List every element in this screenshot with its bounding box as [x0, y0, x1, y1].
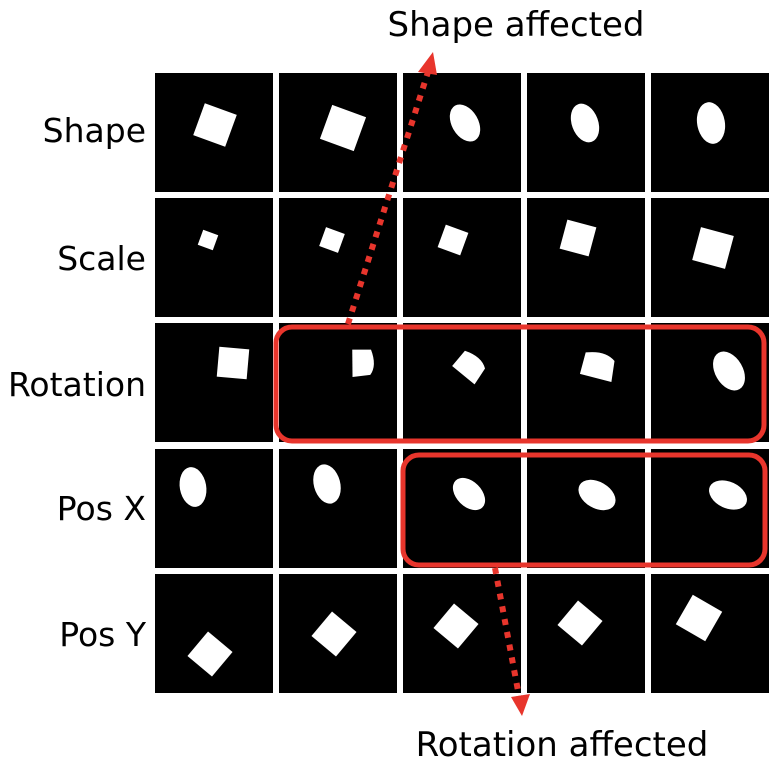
- ellipse-sprite: [713, 351, 745, 391]
- rotation-affected-arrow-head: [511, 694, 530, 716]
- ellipse-sprite: [709, 480, 747, 510]
- image-tile: [527, 574, 645, 693]
- square-sprite: [216, 346, 250, 380]
- square-sprite: [433, 603, 479, 649]
- square-sprite: [675, 594, 723, 642]
- square-sprite: [187, 631, 233, 677]
- ellipse-sprite: [449, 104, 481, 142]
- ellipse-sprite: [578, 479, 616, 511]
- image-tile: [279, 323, 397, 442]
- image-tile: [403, 449, 521, 568]
- image-tile: [155, 73, 273, 192]
- image-tile: [651, 574, 769, 693]
- row-label-pos-y: Pos Y: [59, 615, 147, 654]
- square-sprite: [437, 224, 469, 256]
- tile-background: [155, 323, 273, 442]
- tile-background: [527, 198, 645, 317]
- tile-background: [527, 449, 645, 568]
- row-label-pos-x: Pos X: [57, 489, 146, 528]
- tile-background: [403, 198, 521, 317]
- tile-background: [155, 198, 273, 317]
- tile-background: [403, 449, 521, 568]
- image-tile: [527, 323, 645, 442]
- image-tile: [651, 73, 769, 192]
- image-tile: [651, 449, 769, 568]
- row-label-shape: Shape: [43, 111, 146, 150]
- ellipse-sprite: [179, 467, 207, 507]
- ellipse-sprite: [452, 477, 486, 511]
- tile-background: [279, 198, 397, 317]
- pos-x-row-highlight-box: [400, 452, 768, 568]
- tile-background: [155, 449, 273, 568]
- image-tile: [527, 73, 645, 192]
- shape-affected-arrow-line: [345, 71, 431, 325]
- square-sprite: [319, 104, 367, 152]
- image-tile: [651, 323, 769, 442]
- square-sprite: [559, 219, 597, 257]
- tile-background: [279, 449, 397, 568]
- shape-affected-label: Shape affected: [388, 5, 645, 45]
- tile-background: [651, 323, 769, 442]
- image-tile: [279, 449, 397, 568]
- rotation-affected-arrow-line: [492, 567, 522, 697]
- ellipse-sprite: [696, 102, 726, 144]
- image-tile: [403, 323, 521, 442]
- image-tile: [527, 449, 645, 568]
- image-tile: [403, 73, 521, 192]
- blob-sprite: [452, 350, 486, 385]
- image-tile: [651, 198, 769, 317]
- image-tile: [155, 574, 273, 693]
- image-tile: [155, 449, 273, 568]
- tile-background: [155, 574, 273, 693]
- image-tile: [279, 73, 397, 192]
- square-sprite: [557, 600, 603, 646]
- rotation-affected-label: Rotation affected: [416, 725, 709, 765]
- image-tile: [279, 198, 397, 317]
- image-tile: [155, 198, 273, 317]
- ellipse-sprite: [313, 464, 341, 504]
- image-grid: [155, 73, 769, 693]
- tile-background: [403, 323, 521, 442]
- square-sprite: [319, 227, 345, 253]
- image-tile: [279, 574, 397, 693]
- square-sprite: [311, 611, 357, 657]
- tile-background: [527, 323, 645, 442]
- image-tile: [403, 574, 521, 693]
- square-sprite: [692, 227, 734, 269]
- blob-sprite: [579, 352, 615, 383]
- rotation-row-highlight-box: [273, 324, 767, 444]
- row-label-rotation: Rotation: [8, 365, 146, 404]
- tile-background: [651, 449, 769, 568]
- row-label-scale: Scale: [57, 239, 146, 278]
- image-tile: [527, 198, 645, 317]
- image-tile: [403, 198, 521, 317]
- blob-sprite: [352, 349, 374, 377]
- square-sprite: [197, 229, 219, 251]
- square-sprite: [193, 103, 237, 147]
- tile-background: [651, 574, 769, 693]
- tile-background: [279, 323, 397, 442]
- shape-affected-arrow-head: [418, 52, 437, 75]
- image-tile: [155, 323, 273, 442]
- ellipse-sprite: [570, 103, 600, 143]
